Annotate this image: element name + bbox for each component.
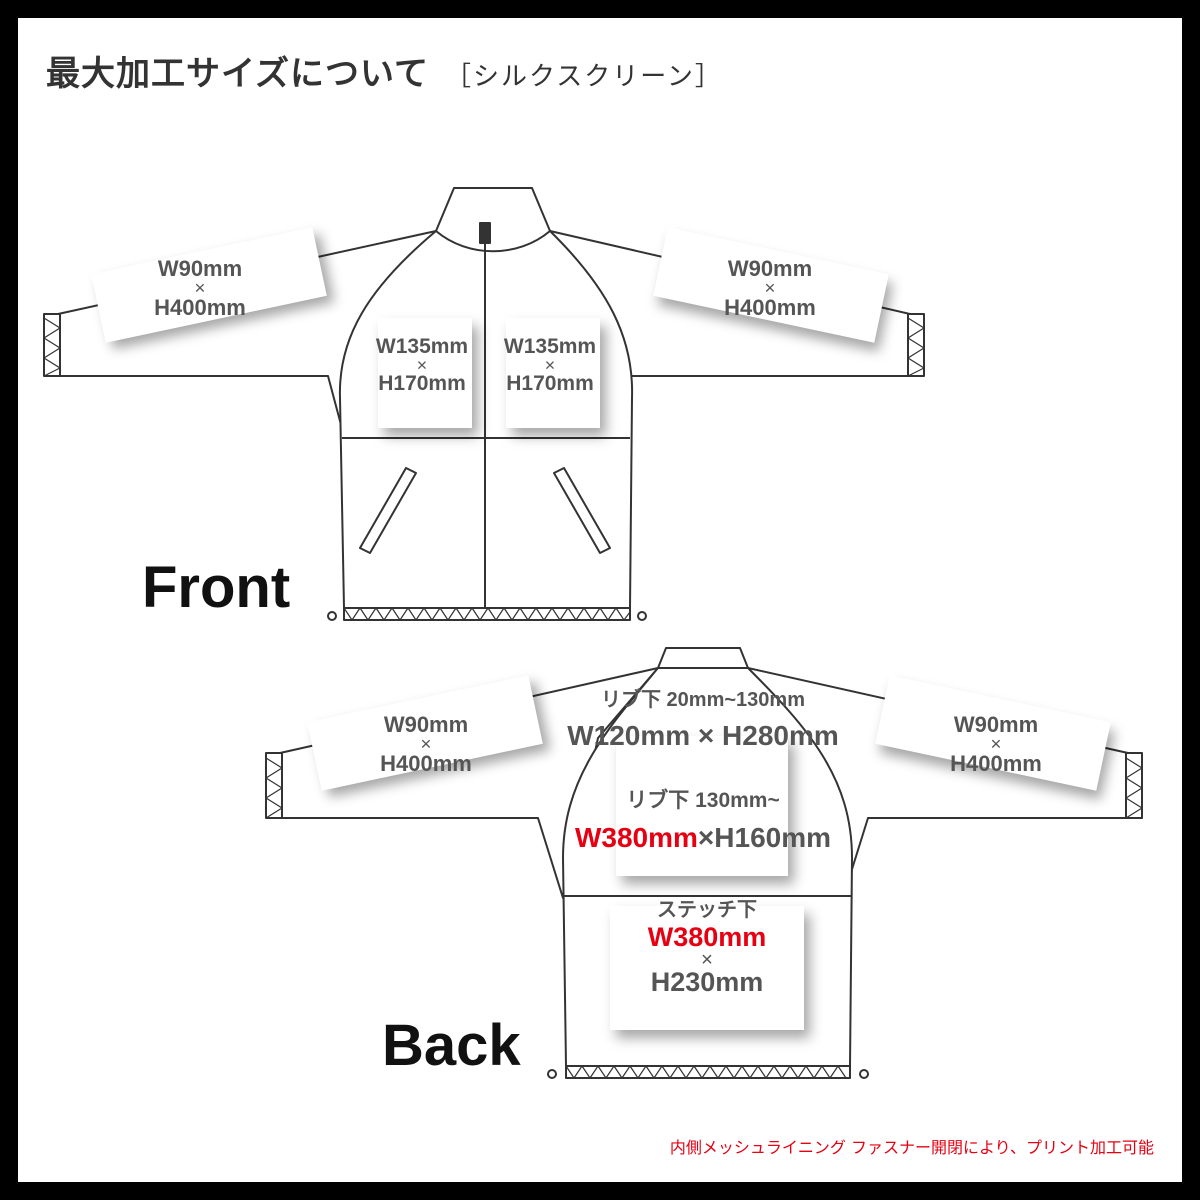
back-left-sleeve-label: W90mm × H400mm: [380, 712, 472, 776]
front-left-pocket: [359, 467, 417, 554]
back-upper-area: [616, 736, 788, 876]
print-method: ［シルクスクリーン］: [444, 62, 723, 92]
back-middle-size: W380mm×H160mm: [574, 822, 832, 853]
diagram-frame: 最大加工サイズについて ［シルクスクリーン］: [18, 18, 1182, 1182]
back-label: Back: [382, 1013, 521, 1078]
back-right-sleeve-label: W90mm × H400mm: [950, 712, 1042, 776]
back-middle-width: W380mm: [574, 822, 698, 853]
back-hem: [565, 1065, 851, 1079]
back-middle-condition: リブ下 130mm~: [626, 789, 780, 812]
back-left-cuff: [265, 752, 283, 819]
front-right-pocket: [553, 467, 611, 554]
front-left-chest-label: W135mm × H170mm: [375, 335, 469, 396]
back-lower-width: W380mm: [647, 922, 767, 952]
front-right-chest-area: [506, 318, 600, 428]
front-right-chest-label: W135mm × H170mm: [503, 335, 597, 396]
back-upper-condition: リブ下 20mm~130mm: [601, 689, 805, 711]
back-lower-height: H230mm: [650, 967, 764, 998]
back-right-cuff: [1125, 752, 1143, 819]
front-right-sleeve-label: W90mm × H400mm: [724, 256, 816, 320]
title-text: 最大加工サイズについて: [46, 54, 429, 94]
back-collar: [657, 647, 749, 669]
back-lower-condition: ステッチ下: [657, 899, 757, 921]
front-left-sleeve-label: W90mm × H400mm: [154, 256, 246, 320]
front-collar: [435, 187, 551, 253]
back-lower-label: ステッチ下 W380mm × H230mm: [610, 900, 804, 996]
front-label: Front: [142, 555, 291, 620]
front-left-chest-area: [378, 318, 472, 428]
back-lower-area: [610, 906, 804, 1030]
footnote: 内側メッシュライニング ファスナー開閉により、プリント加工可能: [669, 1138, 1154, 1157]
back-upper-size: W120mm × H280mm: [567, 720, 839, 751]
page-title: 最大加工サイズについて ［シルクスクリーン］: [46, 46, 723, 95]
